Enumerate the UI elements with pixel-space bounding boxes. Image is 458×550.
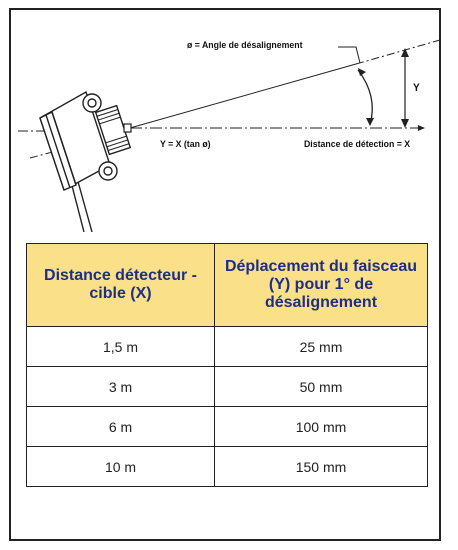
- misalignment-diagram: [18, 39, 441, 233]
- table-row: 3 m 50 mm: [26, 366, 428, 407]
- header-displacement: Déplacement du faisceau (Y) pour 1° de d…: [214, 243, 428, 327]
- misaligned-beam: [29, 39, 441, 159]
- table-header-row: Distance détecteur - cible (X) Déplaceme…: [26, 243, 428, 327]
- optical-axis: [18, 125, 425, 132]
- distance-label: Distance de détection = X: [304, 139, 411, 150]
- table-row: 6 m 100 mm: [26, 406, 428, 447]
- displacement-cell: 100 mm: [214, 406, 428, 447]
- figure-frame: [9, 8, 441, 541]
- displacement-cell: 150 mm: [214, 446, 428, 487]
- distance-cell: 6 m: [26, 406, 215, 447]
- angle-label-leader: [338, 46, 361, 64]
- distance-cell: 1,5 m: [26, 326, 215, 367]
- displacement-cell: 50 mm: [214, 366, 428, 407]
- displacement-cell: 25 mm: [214, 326, 428, 367]
- beam-displacement-table: Distance détecteur - cible (X) Déplaceme…: [26, 243, 428, 487]
- distance-cell: 3 m: [26, 366, 215, 407]
- table-row: 10 m 150 mm: [26, 446, 428, 487]
- distance-cell: 10 m: [26, 446, 215, 487]
- sensor-icon: [39, 90, 132, 233]
- angle-label: ø = Angle de désalignement: [187, 40, 303, 51]
- angle-arc: [357, 68, 374, 126]
- table-row: 1,5 m 25 mm: [26, 326, 428, 367]
- y-dimension: [401, 48, 409, 128]
- header-distance: Distance détecteur - cible (X): [26, 243, 215, 327]
- formula-label: Y = X (tan ø): [160, 139, 211, 150]
- y-label: Y: [413, 82, 420, 94]
